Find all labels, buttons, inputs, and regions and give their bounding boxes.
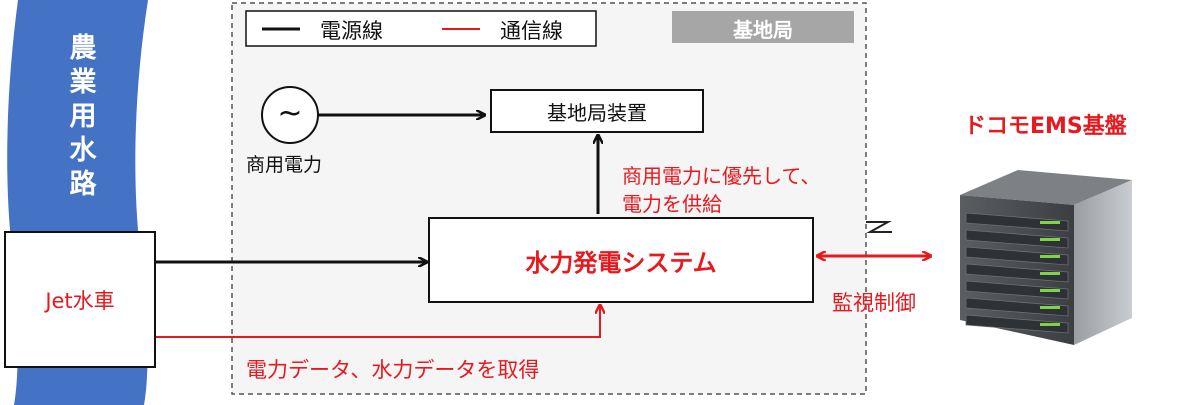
server-rack-image: [960, 170, 1132, 345]
base-station-tag: 基地局: [733, 18, 793, 42]
server-slot: [965, 297, 1069, 317]
ems-title: ドコモEMS基盤: [964, 114, 1127, 139]
server-led: [1040, 272, 1060, 275]
server-led: [1040, 289, 1060, 292]
server-slot: [965, 263, 1069, 283]
jet-wheel-label: Jet水車: [45, 288, 115, 313]
comm-line-data: [155, 306, 600, 338]
jet-wheel-box: Jet水車: [4, 231, 156, 368]
legend-power-label: 電源線: [320, 19, 383, 43]
legend-box: [245, 10, 597, 47]
wireless-icon: [866, 221, 892, 233]
server-slot: [965, 229, 1069, 249]
base-station-device-label: 基地局装置: [547, 100, 647, 125]
data-acquisition-note: 電力データ、水力データを取得: [246, 358, 540, 382]
server-slot: [965, 246, 1069, 266]
hydro-system-label: 水力発電システム: [525, 248, 717, 277]
waterway-label: 農 業 用 水 路: [69, 33, 97, 200]
server-led: [1040, 238, 1060, 241]
supply-note-line2: 電力を供給: [622, 192, 722, 216]
server-led: [1040, 255, 1060, 258]
ac-symbol-glyph: ~: [277, 96, 303, 131]
server-led: [1040, 221, 1060, 224]
base-station-panel: [231, 2, 867, 395]
server-slot: [965, 212, 1069, 232]
server-led: [1040, 306, 1060, 309]
monitor-control-label: 監視制御: [832, 291, 916, 315]
commercial-power-label: 商用電力: [246, 154, 323, 176]
base-station-device-box: 基地局装置: [490, 89, 704, 133]
server-slot: [965, 280, 1069, 300]
server-slot: [965, 314, 1069, 334]
supply-note-line1: 商用電力に優先して、: [622, 164, 821, 188]
base-station-tag-bg: [672, 11, 854, 43]
hydro-system-box: 水力発電システム: [428, 217, 814, 303]
server-led: [1040, 323, 1060, 326]
legend-comm-label: 通信線: [500, 19, 563, 43]
